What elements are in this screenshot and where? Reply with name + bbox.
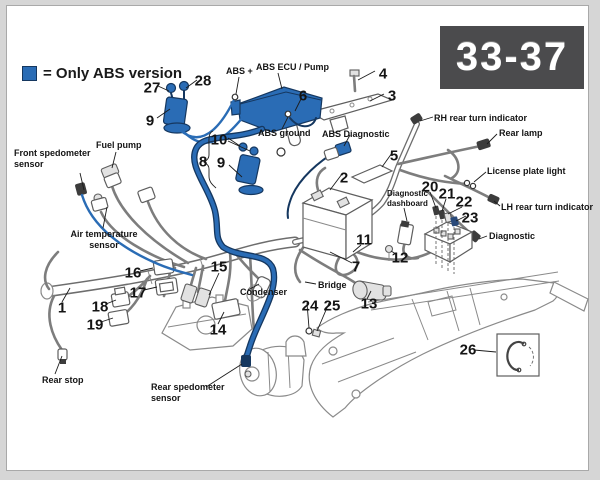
abs-sensor-connector-front [162,80,191,134]
label-front-speedometer-sensor: Front spedometer sensor [14,148,91,169]
label-condenser: Condenser [240,287,288,297]
label-abs-ecu-pump: ABS ECU / Pump [256,62,330,72]
label-license-plate-light: License plate light [487,166,566,176]
callout-9-rear: 9 [216,154,226,172]
rear-fender [308,271,589,418]
clip-26-box [496,333,540,377]
callout-18: 18 [91,298,109,316]
fuse-box [423,205,474,274]
label-abs-diagnostic: ABS Diagnostic [322,129,390,139]
callout-13: 13 [360,295,378,313]
label-abs-plus: ABS + [226,66,253,76]
starter-motor [239,335,307,397]
callout-19: 19 [86,316,104,334]
callout-5: 5 [389,147,399,165]
abs-legend-swatch [22,66,37,81]
label-bridge: Bridge [318,280,347,290]
callout-28: 28 [194,72,212,90]
callout-4: 4 [378,65,388,83]
abs-wires [75,93,352,367]
callout-16: 16 [124,264,142,282]
label-lh-rear-turn-indicator: LH rear turn indicator [501,202,594,212]
callout-21: 21 [438,185,456,203]
section-badge: 33-37 [440,26,584,89]
leader-lines [54,70,501,388]
callout-6: 6 [298,87,308,105]
callout-9-front: 9 [145,112,155,130]
callout-17: 17 [129,284,147,302]
abs-legend-text: = Only ABS version [43,65,183,82]
label-diagnostic-dashboard: Diagnostic dashboard [387,189,428,208]
label-abs-ground: ABS ground [258,128,311,138]
label-rear-lamp: Rear lamp [499,128,543,138]
callout-24: 24 [301,297,319,315]
callout-8: 8 [198,153,208,171]
callout-20: 20 [421,178,439,196]
callout-11: 11 [356,231,372,249]
label-rh-rear-turn-indicator: RH rear turn indicator [434,113,528,123]
label-rear-stop: Rear stop [42,375,84,385]
callout-15: 15 [210,258,228,276]
label-diagnostic: Diagnostic [489,231,536,241]
abs-legend: = Only ABS version [22,65,182,82]
callout-14: 14 [209,321,227,339]
section-badge-text: 33-37 [455,35,569,79]
callout-7: 7 [351,258,361,276]
callout-25: 25 [323,297,341,315]
label-air-temperature-sensor: Air temperature sensor [70,229,138,250]
callout-2: 2 [339,169,349,187]
callout-27: 27 [143,79,161,97]
callout-10: 10 [210,131,228,149]
callout-23: 23 [461,209,479,227]
label-rear-speedometer-sensor: Rear spedometer sensor [151,382,225,403]
callout-22: 22 [455,193,473,211]
battery [301,166,374,261]
callout-3: 3 [387,87,397,105]
callout-26: 26 [459,341,477,359]
label-fuel-pump: Fuel pump [96,140,142,150]
callout-12: 12 [391,249,409,267]
callout-1: 1 [57,299,67,317]
